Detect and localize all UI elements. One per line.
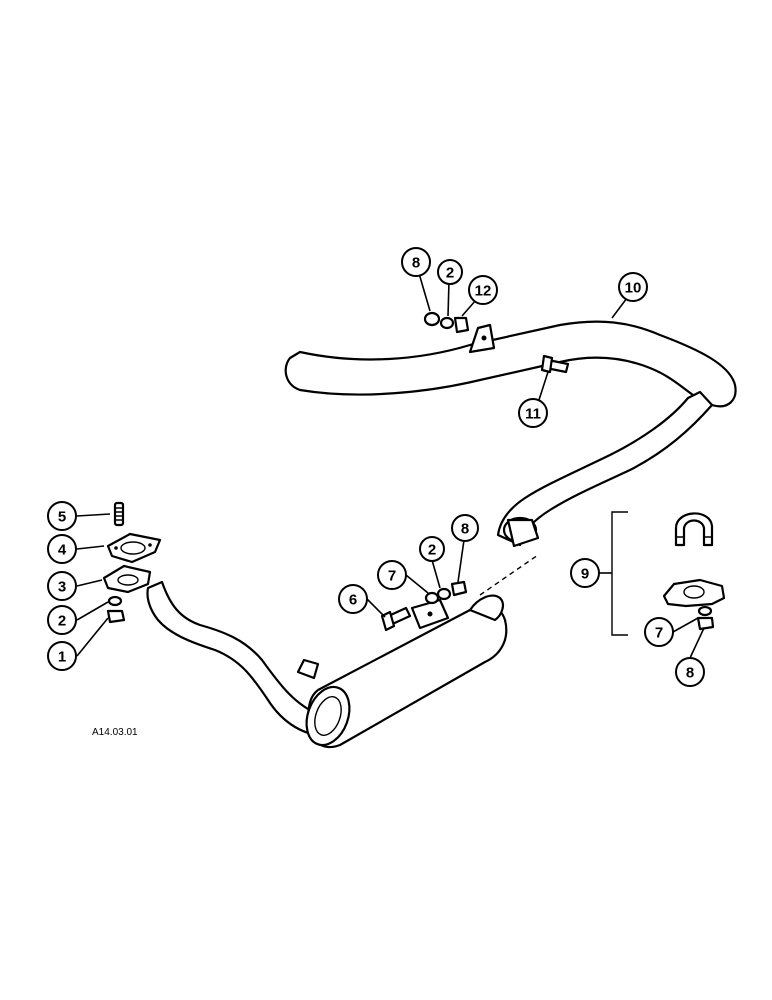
callout-label: 4 (58, 542, 67, 559)
callout-label: 8 (686, 665, 694, 682)
flange-assembly (102, 501, 162, 624)
callout-label: 9 (581, 566, 589, 583)
silencer-fixings (380, 580, 468, 632)
callout-label: 10 (625, 280, 642, 297)
callout-6: 6 (338, 584, 368, 614)
callout-7: 7 (377, 560, 407, 590)
callout-label: 2 (446, 265, 454, 282)
callout-9: 9 (570, 558, 600, 588)
callout-2: 2 (419, 536, 445, 562)
u-clamp-kit (611, 511, 726, 636)
callout-5: 5 (47, 501, 77, 531)
callout-label: 2 (58, 613, 66, 630)
callout-10: 10 (618, 272, 648, 302)
callout-2: 2 (47, 605, 77, 635)
callout-label: 7 (388, 568, 396, 585)
reference-code: A14.03.01 (92, 727, 138, 738)
callout-label: 11 (525, 406, 541, 423)
leader-lines (76, 269, 705, 659)
callout-2: 2 (437, 259, 463, 285)
tail-pipe-fixings (423, 311, 570, 374)
callout-label: 3 (58, 579, 66, 596)
callout-1: 1 (47, 641, 77, 671)
callout-label: 1 (58, 649, 66, 666)
callout-label: 2 (428, 542, 436, 559)
callout-7: 7 (644, 617, 674, 647)
callout-12: 12 (468, 275, 498, 305)
callout-label: 8 (412, 255, 420, 272)
callout-label: 7 (655, 625, 663, 642)
callout-label: 8 (461, 521, 469, 538)
callout-8: 8 (401, 247, 431, 277)
tail-pipe (284, 320, 737, 548)
callout-8: 8 (675, 657, 705, 687)
callout-3: 3 (47, 571, 77, 601)
callout-label: 5 (58, 509, 66, 526)
callout-11: 11 (518, 398, 548, 428)
callout-4: 4 (47, 534, 77, 564)
callout-label: 6 (349, 592, 357, 609)
callout-8: 8 (451, 514, 479, 542)
front-pipe (146, 580, 332, 737)
silencer (305, 554, 539, 748)
callout-label: 12 (475, 283, 492, 300)
